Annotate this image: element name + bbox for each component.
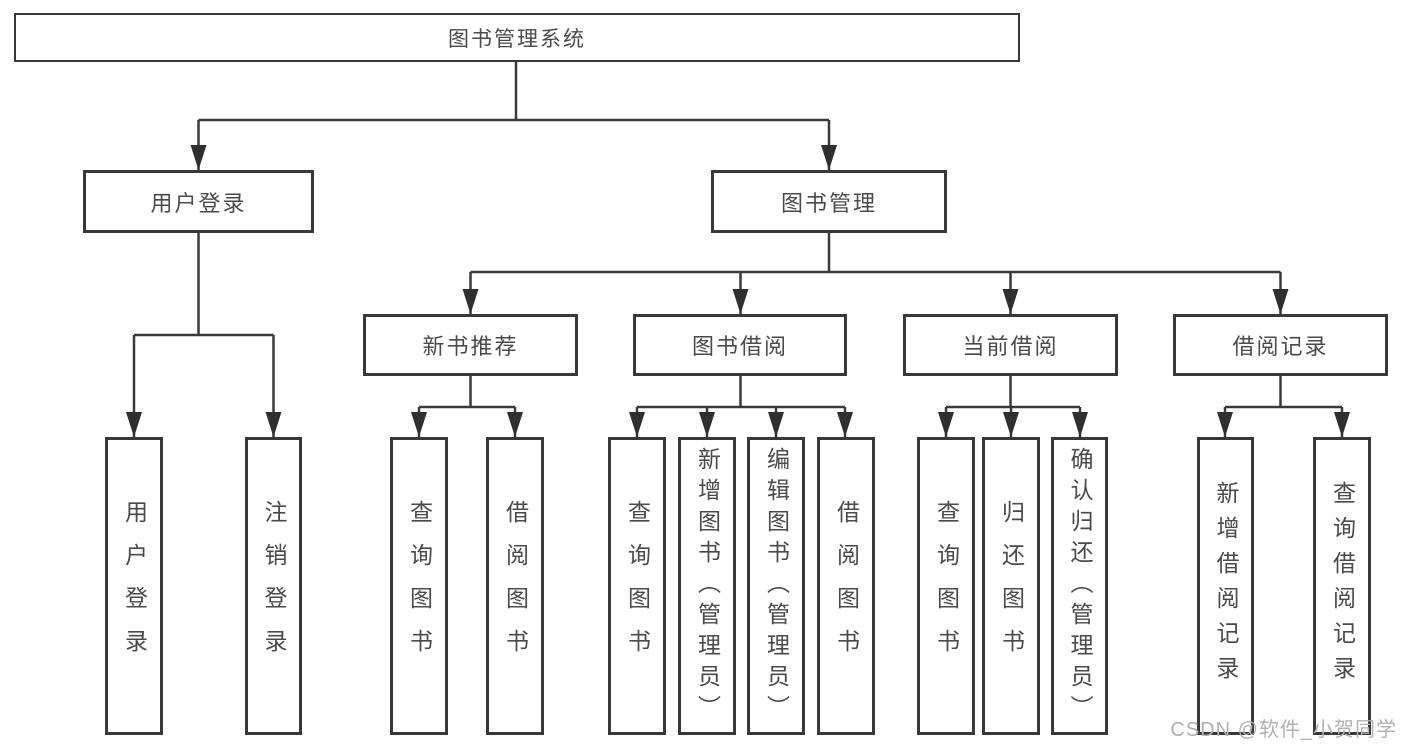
leaf-borrow-books-recommend: 借阅图书 [486,437,544,735]
leaf-add-book-admin: 新增图书（管理员） [678,437,736,735]
leaf-confirm-return-admin-label: 确认归还（管理员） [1067,446,1093,726]
arrowheads [126,145,1350,437]
leaf-query-books-recommend-label: 查询图书 [406,500,433,672]
node-borrow-records: 借阅记录 [1173,314,1388,376]
node-library-system: 图书管理系统 [14,13,1020,62]
connector-root-to-level2 [197,62,831,170]
leaf-query-books-borrow: 查询图书 [608,437,666,735]
arrowhead [1002,289,1019,314]
arrowhead [411,412,427,437]
leaf-logout-label: 注销登录 [261,500,287,672]
leaf-query-books-borrow-label: 查询图书 [624,500,651,672]
leaf-user-login-label: 用户登录 [121,500,148,672]
node-user-login: 用户登录 [83,170,314,233]
arrowhead [462,289,479,314]
leaf-query-borrow-record-label: 查询借阅记录 [1329,481,1356,691]
leaf-user-login: 用户登录 [105,437,163,735]
arrowhead [1334,412,1350,437]
leaf-query-books-current: 查询图书 [917,437,975,735]
leaf-return-book-label: 归还图书 [998,500,1025,672]
arrowhead [938,412,954,437]
node-current-borrow: 当前借阅 [903,314,1118,376]
arrowhead [507,412,523,437]
leaf-query-borrow-record: 查询借阅记录 [1313,437,1371,735]
arrowhead [1003,412,1019,437]
arrowhead [629,412,645,437]
arrowhead [265,412,282,437]
leaf-edit-book-admin: 编辑图书（管理员） [747,437,805,735]
leaf-borrow-books-label: 借阅图书 [833,500,860,672]
leaf-add-book-admin-label: 新增图书（管理员） [694,446,721,726]
leaf-borrow-books: 借阅图书 [817,437,875,735]
node-book-management: 图书管理 [711,170,947,233]
leaf-logout: 注销登录 [245,437,302,735]
leaf-query-books-current-label: 查询图书 [933,500,960,672]
csdn-watermark: CSDN @软件_小贺同学 [1170,719,1397,741]
arrowhead [1217,412,1233,437]
leaf-borrow-books-recommend-label: 借阅图书 [502,500,529,672]
arrowhead [732,289,749,314]
leaf-confirm-return-admin: 确认归还（管理员） [1051,437,1108,735]
leaf-add-borrow-record: 新增借阅记录 [1197,437,1254,735]
leaf-query-books-recommend: 查询图书 [390,437,448,735]
arrowhead [126,412,142,437]
connector-book-mgmt-to-level3 [469,233,1282,314]
node-new-book-recommend: 新书推荐 [363,314,578,376]
connector-book-borrow-to-leaves [635,376,847,437]
connector-new-book-to-leaves [417,376,517,437]
leaf-add-borrow-record-label: 新增借阅记录 [1213,481,1239,691]
arrowhead [837,412,853,437]
arrowhead [768,412,784,437]
connector-borrow-records-to-leaves [1223,376,1344,437]
leaf-edit-book-admin-label: 编辑图书（管理员） [763,446,790,726]
connector-user-login-to-leaves [132,233,275,437]
arrowhead [1272,289,1289,314]
arrowhead [1072,412,1088,437]
arrowhead [190,145,207,170]
node-book-borrow: 图书借阅 [633,314,847,376]
leaf-return-book: 归还图书 [982,437,1040,735]
arrowhead [699,412,715,437]
arrowhead [821,145,837,170]
